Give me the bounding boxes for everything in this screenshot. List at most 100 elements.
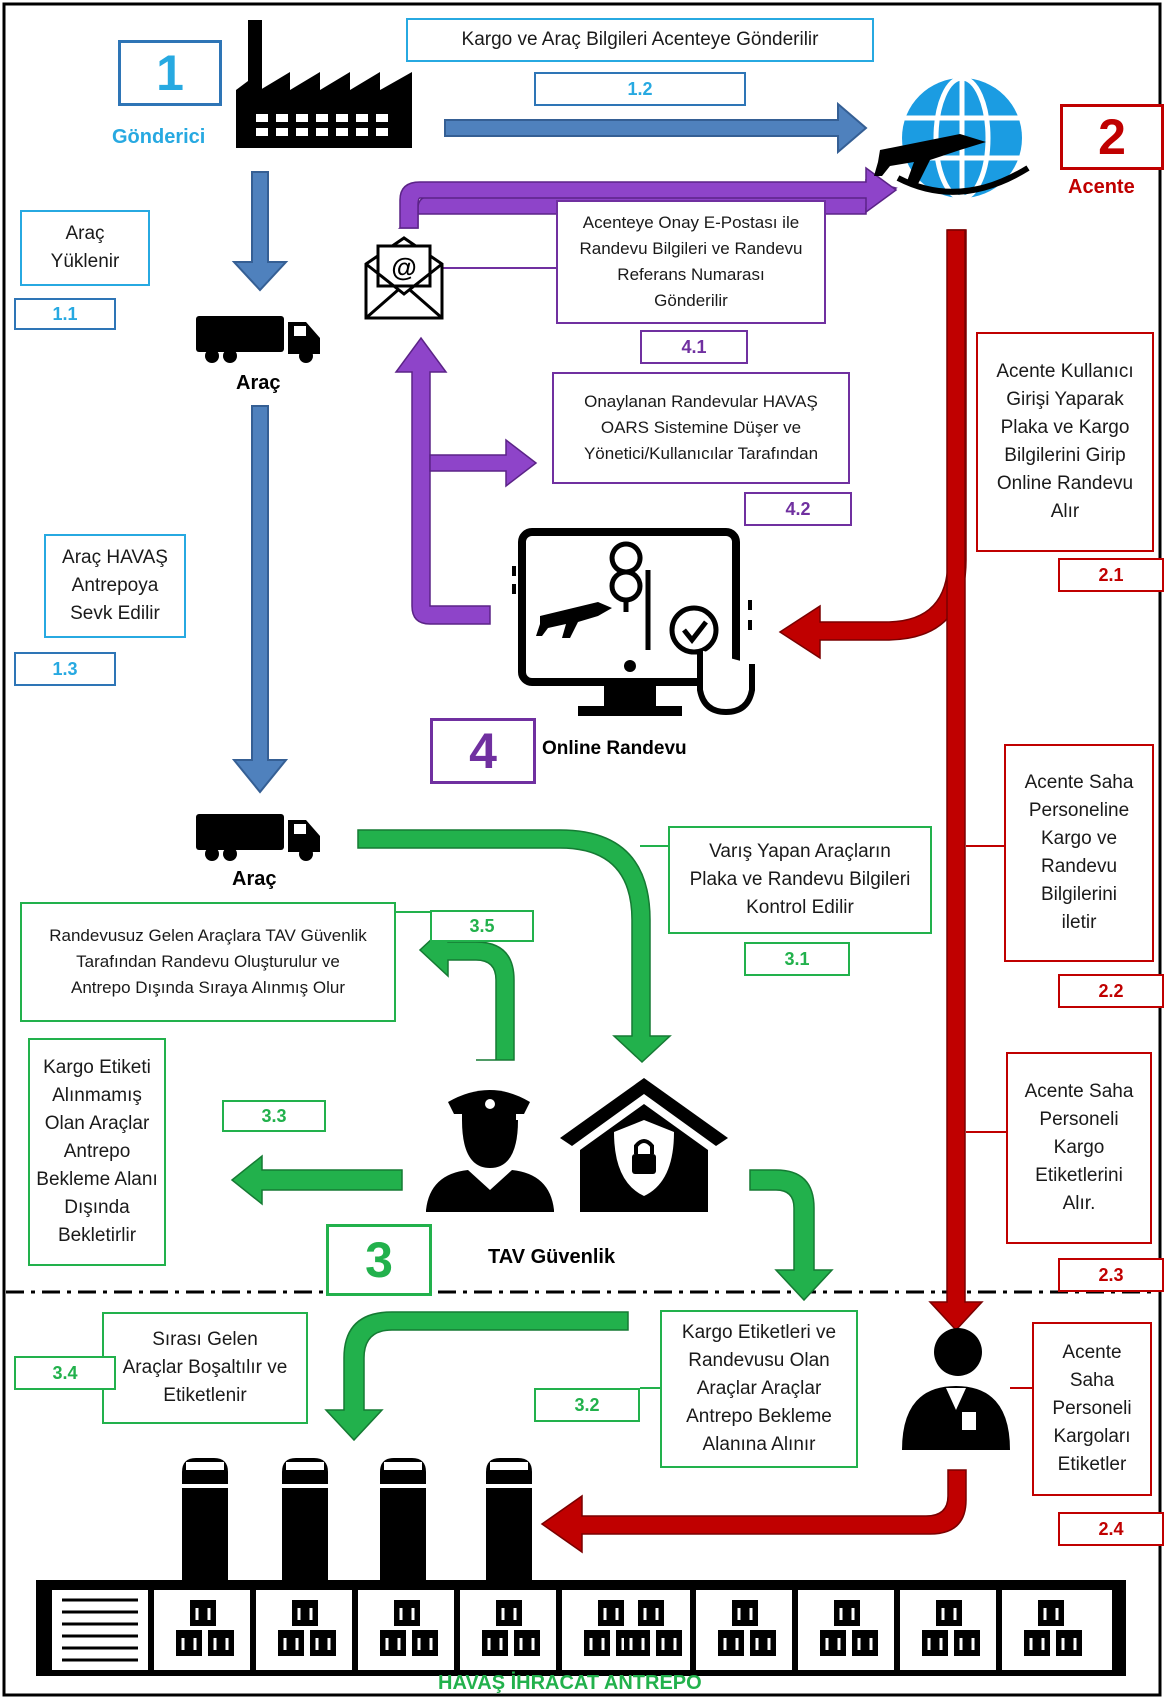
globe-plane-icon: [874, 75, 1030, 201]
up-arrow-icon: [661, 1638, 677, 1650]
up-arrow-icon: [589, 1638, 605, 1650]
up-arrow-icon: [283, 1638, 299, 1650]
up-arrow-icon: [857, 1638, 873, 1650]
warehouse-icon: [36, 1580, 1126, 1676]
red-flow: [540, 229, 984, 1554]
actor-label-agent: Acente: [1068, 176, 1135, 198]
step-3-2-tag: 3.2: [534, 1388, 640, 1422]
up-arrow-icon: [519, 1638, 535, 1650]
up-arrow-icon: [1061, 1638, 1077, 1650]
up-arrow-icon: [825, 1638, 841, 1650]
cargo-box-icon: [380, 1630, 406, 1656]
step-3-4-text: Sırası Gelen Araçlar Boşaltılır ve Etike…: [102, 1312, 308, 1424]
blue-flow: [231, 101, 868, 794]
arrow-to-no-appointment: [418, 922, 515, 1061]
cargo-box-icon: [394, 1600, 420, 1626]
up-arrow-icon: [737, 1608, 753, 1620]
up-arrow-icon: [723, 1638, 739, 1650]
agent-worker-icon: [902, 1328, 1010, 1450]
cargo-box-icon: [1056, 1630, 1082, 1656]
cargo-box-icon: [922, 1630, 948, 1656]
cargo-box-icon: [190, 1600, 216, 1626]
arrow-vehicle-to-security: [357, 829, 672, 1064]
cargo-box-icon: [820, 1630, 846, 1656]
step-4-2-tag: 4.2: [744, 492, 852, 526]
up-arrow-icon: [755, 1638, 771, 1650]
step-2-4-text: Acente Saha Personeli Kargoları Etiketle…: [1032, 1322, 1152, 1496]
up-arrow-icon: [417, 1638, 433, 1650]
cargo-box-icon: [496, 1600, 522, 1626]
cargo-box-icon: [852, 1630, 878, 1656]
cargo-box-icon: [584, 1630, 610, 1656]
actor-number-sender: 1: [118, 40, 222, 106]
shield-house-icon: [560, 1078, 728, 1212]
step-3-5-tag: 3.5: [430, 910, 534, 942]
arrow-worker-to-trucks: [540, 1469, 967, 1554]
step-3-2-text: Kargo Etiketleri ve Randevusu Olan Araçl…: [660, 1310, 858, 1468]
cargo-box-icon: [1024, 1630, 1050, 1656]
step-1-1-text: Araç Yüklenir: [20, 210, 150, 286]
up-arrow-icon: [959, 1638, 975, 1650]
step-3-3-text: Kargo Etiketi Alınmamış Olan Araçlar Ant…: [28, 1038, 166, 1266]
up-arrow-icon: [399, 1608, 415, 1620]
step-3-4-tag: 3.4: [14, 1356, 116, 1390]
actor-label-online: Online Randevu: [542, 738, 687, 759]
arrow-email-to-agent: [399, 166, 898, 229]
up-arrow-icon: [629, 1638, 645, 1650]
step-4-2-text: Onaylanan Randevular HAVAŞ OARS Sistemin…: [552, 372, 850, 484]
up-arrow-icon: [315, 1638, 331, 1650]
arrow-sender-to-vehicle: [231, 171, 289, 292]
up-arrow-icon: [195, 1608, 211, 1620]
actor-number-agent: 2: [1060, 104, 1164, 170]
cargo-box-icon: [834, 1600, 860, 1626]
svg-text:@: @: [391, 252, 416, 282]
up-arrow-icon: [501, 1608, 517, 1620]
up-arrow-icon: [839, 1608, 855, 1620]
step-1-3-text: Araç HAVAŞ Antrepoya Sevk Edilir: [44, 534, 186, 638]
cargo-box-icon: [514, 1630, 540, 1656]
up-arrow-icon: [385, 1638, 401, 1650]
cargo-box-icon: [732, 1600, 758, 1626]
email-icon: @: [364, 236, 444, 320]
arrow-sender-to-agent: [444, 101, 868, 155]
step-4-1-text: Acenteye Onay E-Postası ile Randevu Bilg…: [556, 200, 826, 324]
actor-number-online: 4: [430, 718, 536, 784]
cargo-box-icon: [598, 1600, 624, 1626]
factory-icon: [236, 20, 412, 148]
security-guard-icon: [426, 1090, 554, 1212]
step-2-1-text: Acente Kullanıcı Girişi Yaparak Plaka ve…: [976, 332, 1154, 552]
cargo-box-icon: [624, 1630, 650, 1656]
vehicle-label-top: Araç: [236, 372, 281, 394]
cargo-box-icon: [412, 1630, 438, 1656]
up-arrow-icon: [181, 1638, 197, 1650]
up-arrow-icon: [603, 1608, 619, 1620]
actor-label-sender: Gönderici: [112, 126, 206, 148]
up-arrow-icon: [927, 1638, 943, 1650]
cargo-box-icon: [176, 1630, 202, 1656]
step-1-2-tag: 1.2: [534, 72, 746, 106]
step-2-1-tag: 2.1: [1058, 558, 1164, 592]
step-2-2-text: Acente Saha Personeline Kargo ve Randevu…: [1004, 744, 1154, 962]
cargo-box-icon: [750, 1630, 776, 1656]
step-2-3-tag: 2.3: [1058, 1258, 1164, 1292]
cargo-box-icon: [656, 1630, 682, 1656]
up-arrow-icon: [213, 1638, 229, 1650]
cargo-box-icon: [1038, 1600, 1064, 1626]
up-arrow-icon: [643, 1608, 659, 1620]
step-1-3-tag: 1.3: [14, 652, 116, 686]
step-1-1-tag: 1.1: [14, 298, 116, 330]
actor-label-security: TAV Güvenlik: [488, 1246, 616, 1268]
arrow-to-unload: [324, 1311, 629, 1442]
arrow-to-waiting-area: [749, 1169, 834, 1302]
warehouse-label: HAVAŞ İHRACAT ANTREPO: [438, 1672, 702, 1694]
monitor-booking-icon: [512, 528, 755, 716]
cargo-box-icon: [208, 1630, 234, 1656]
cargo-box-icon: [482, 1630, 508, 1656]
step-3-1-text: Varış Yapan Araçların Plaka ve Randevu B…: [668, 826, 932, 934]
up-arrow-icon: [487, 1638, 503, 1650]
cargo-box-icon: [310, 1630, 336, 1656]
up-arrow-icon: [941, 1608, 957, 1620]
truck-icon: [196, 316, 320, 363]
